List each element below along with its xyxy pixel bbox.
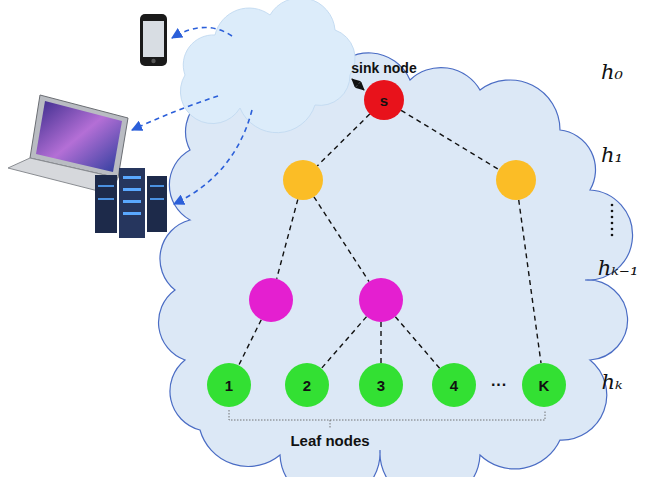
node-heading: sink node	[351, 60, 416, 76]
tree-link	[317, 114, 370, 166]
leaf-bracket	[229, 410, 545, 428]
group-label: Leaf nodes	[290, 432, 369, 449]
data-flow-arrow	[174, 110, 252, 204]
leaf-node: 3	[359, 363, 403, 407]
tree-link	[321, 317, 366, 369]
node-label: s	[380, 92, 388, 109]
tree-link	[380, 322, 381, 363]
ellipsis: ···	[491, 376, 507, 394]
node-label: 2	[303, 377, 311, 394]
level-label: h₀	[601, 60, 623, 84]
node-label: K	[539, 377, 550, 394]
tree-link	[395, 317, 439, 369]
node-label: 4	[450, 377, 458, 394]
leaf-node: 4	[432, 363, 476, 407]
sink-link	[352, 79, 364, 90]
tree-link	[277, 199, 298, 278]
internet-cloud	[180, 0, 355, 133]
phone-icon	[140, 14, 167, 66]
relay-node	[496, 160, 536, 200]
data-flow-arrow	[172, 27, 232, 38]
level-label: hₖ	[601, 370, 622, 394]
sink-node: sink nodes	[364, 80, 404, 120]
leaf-node: 1	[207, 363, 251, 407]
relay-node	[249, 278, 293, 322]
data-flow-arrow	[132, 96, 218, 130]
relay-node	[283, 160, 323, 200]
level-label: hₖ₋₁	[598, 256, 639, 280]
tree-link	[314, 197, 369, 282]
relay-node	[359, 278, 403, 322]
tree-link	[239, 320, 262, 366]
tree-link	[519, 200, 541, 363]
level-label: h₁	[601, 143, 623, 167]
server-icon	[95, 168, 167, 238]
leaf-node: 2	[285, 363, 329, 407]
node-label: 1	[225, 377, 233, 394]
tree-link	[401, 110, 499, 169]
level-dots	[611, 204, 614, 237]
leaf-node: K	[522, 363, 566, 407]
node-label: 3	[377, 377, 385, 394]
